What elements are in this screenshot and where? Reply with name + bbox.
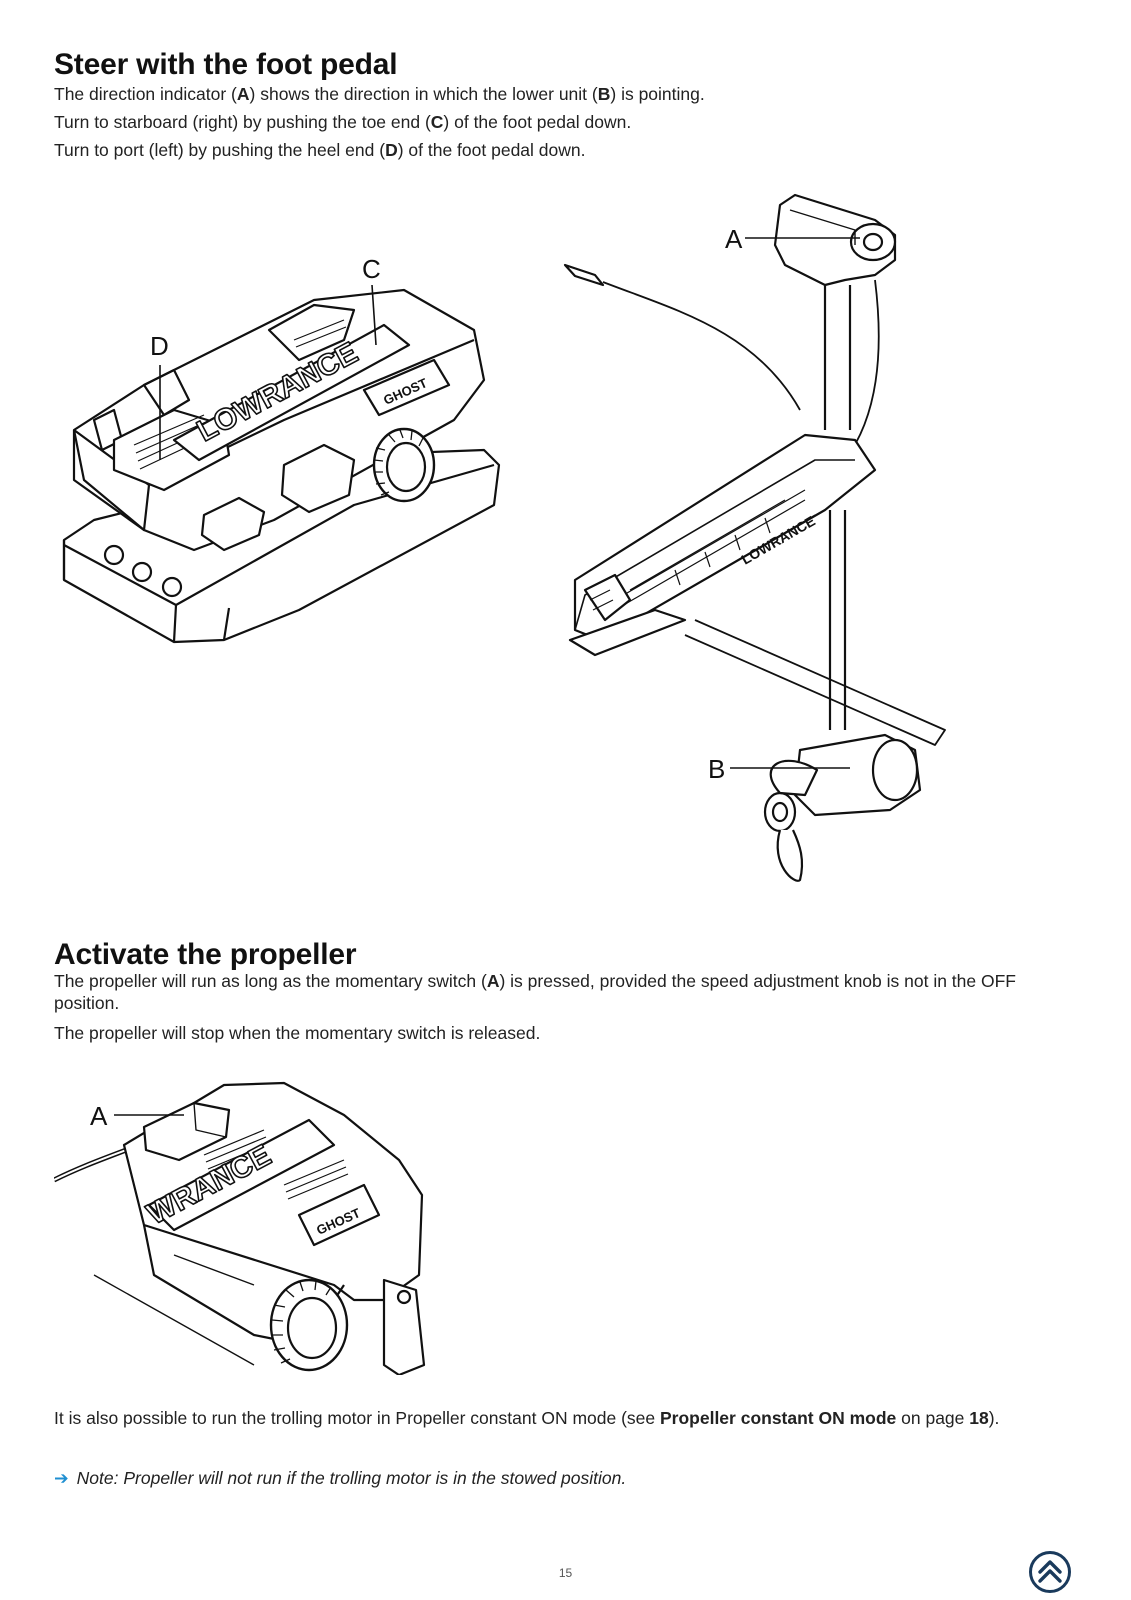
text-run: It is also possible to run the trolling …	[54, 1408, 660, 1428]
paragraph-direction-indicator: The direction indicator (A) shows the di…	[54, 80, 705, 108]
cross-reference-link[interactable]: Propeller constant ON mode	[659, 1408, 897, 1428]
callout-ref-d: D	[385, 140, 398, 160]
double-chevron-up-icon	[1029, 1551, 1071, 1593]
text-run: The propeller will stop when the momenta…	[54, 1023, 541, 1043]
paragraph-propeller-stop: The propeller will stop when the momenta…	[54, 1019, 540, 1047]
note: ➔ Note: Propeller will not run if the tro…	[54, 1468, 626, 1489]
speed-knob-icon	[269, 1278, 349, 1372]
propeller-icon	[763, 759, 819, 882]
momentary-switch-illustration: WRANCE GHOST A	[54, 1075, 434, 1375]
callout-ref-b: B	[597, 84, 611, 104]
callout-label-a: A	[725, 224, 743, 254]
paragraph-momentary-switch: The propeller will run as long as the mo…	[54, 970, 1084, 1014]
section-heading-steer: Steer with the foot pedal	[54, 48, 398, 81]
note-arrow-icon: ➔	[54, 1468, 69, 1488]
text-run: ) of the foot pedal down.	[397, 140, 586, 160]
callout-label-c: C	[362, 254, 381, 284]
page-reference[interactable]: 18	[969, 1408, 989, 1428]
trolling-motor-illustration: LOWRANCE A B	[555, 190, 975, 890]
text-run: The direction indicator (	[54, 84, 237, 104]
text-run: ).	[988, 1408, 1000, 1428]
text-run: Turn to starboard (right) by pushing the…	[54, 112, 431, 132]
text-run: ) shows the direction in which the lower…	[249, 84, 598, 104]
paragraph-starboard: Turn to starboard (right) by pushing the…	[54, 108, 631, 136]
note-text: Propeller will not run if the trolling m…	[118, 1468, 627, 1488]
callout-label-b: B	[708, 754, 725, 784]
text-run: Turn to port (left) by pushing the heel …	[54, 140, 386, 160]
paragraph-constant-on: It is also possible to run the trolling …	[54, 1404, 999, 1432]
callout-label-d: D	[150, 331, 169, 361]
section-heading-propeller: Activate the propeller	[54, 938, 357, 971]
callout-ref-a: A	[486, 971, 500, 991]
text-run: ) is pointing.	[610, 84, 705, 104]
callout-label-a: A	[90, 1101, 108, 1131]
callout-ref-a: A	[236, 84, 250, 104]
back-to-top-button[interactable]	[1028, 1550, 1072, 1594]
text-run: The propeller will run as long as the mo…	[54, 971, 487, 991]
callout-ref-c: C	[430, 112, 444, 132]
paragraph-port: Turn to port (left) by pushing the heel …	[54, 136, 586, 164]
text-run: ) of the foot pedal down.	[443, 112, 632, 132]
speed-knob-icon	[372, 427, 436, 503]
note-label: Note:	[76, 1468, 119, 1488]
page-number: 15	[558, 1566, 573, 1580]
text-run: ) is pressed, provided the speed adjustm…	[54, 971, 1016, 1013]
foot-pedal-illustration: LOWRANCE GHOST C D	[54, 250, 504, 650]
text-run: on page	[896, 1408, 970, 1428]
